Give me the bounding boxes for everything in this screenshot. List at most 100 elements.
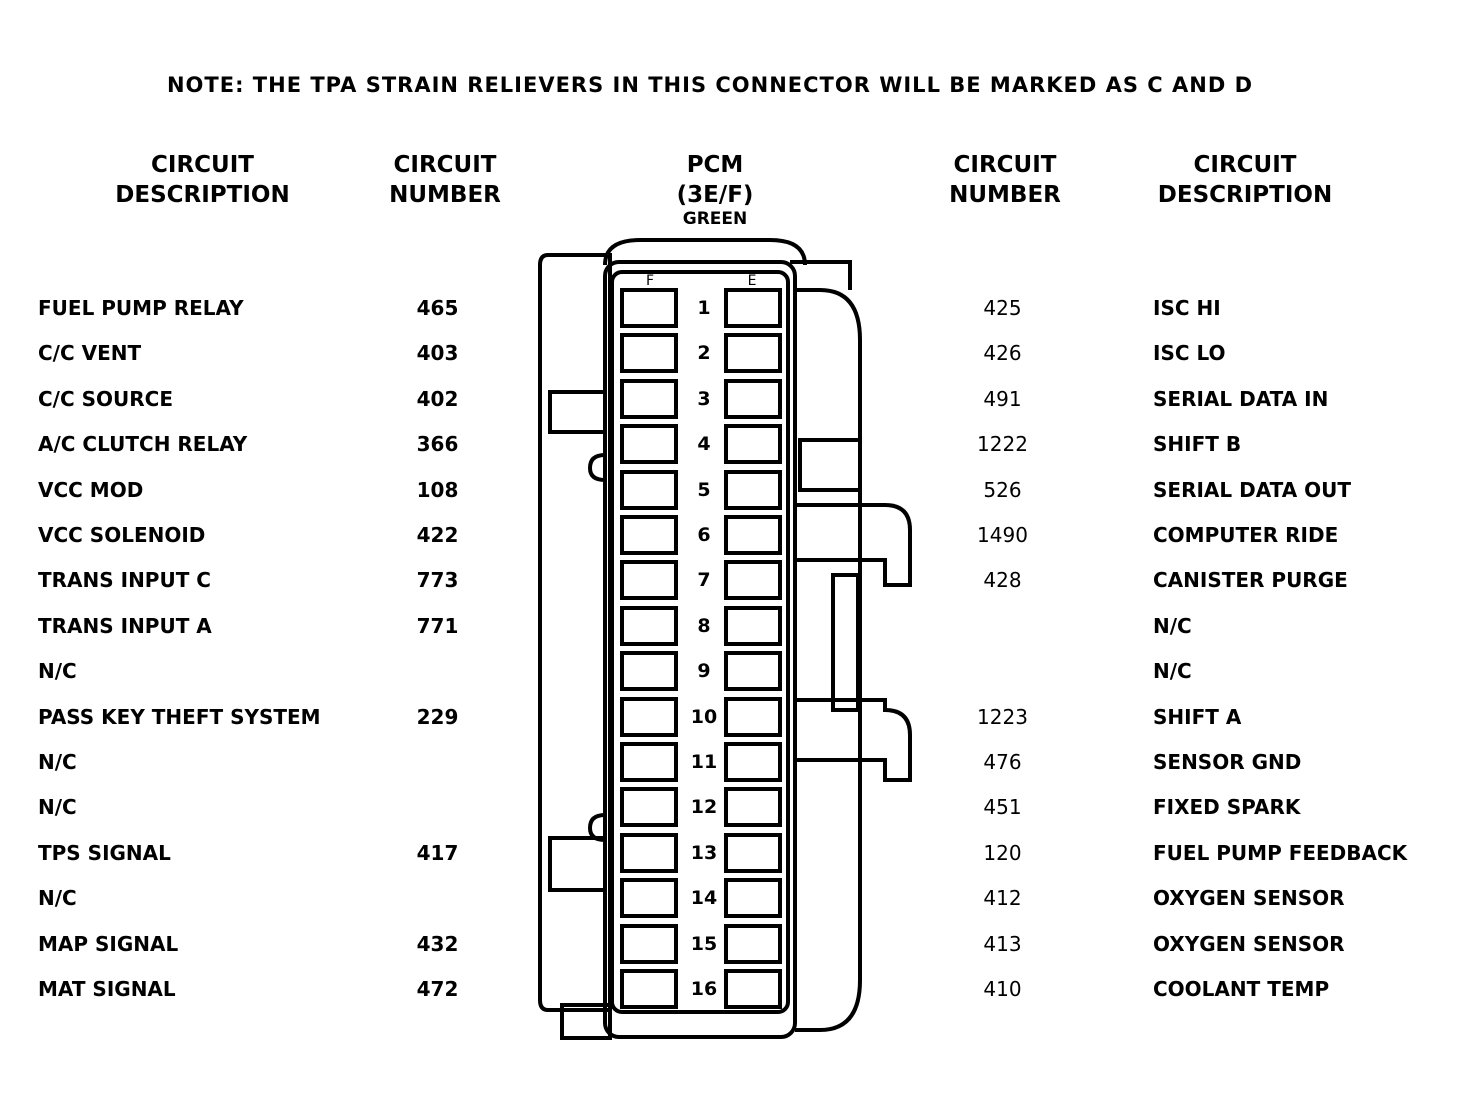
left-circuit-description: TRANS INPUT C	[38, 568, 211, 592]
pin-number: 15	[690, 933, 718, 955]
header-line: GREEN	[682, 209, 748, 229]
cavity-f-3	[620, 379, 678, 419]
left-circuit-description: C/C VENT	[38, 341, 142, 365]
right-circuit-number: 1223	[977, 705, 1028, 729]
header-left-circuit-description: CIRCUIT DESCRIPTION	[60, 150, 345, 210]
header-line: CIRCUIT	[1193, 152, 1297, 178]
right-circuit-description: COOLANT TEMP	[1153, 977, 1330, 1001]
header-line: PCM	[686, 152, 744, 178]
cavity-f-4	[620, 424, 678, 464]
header-line: DESCRIPTION	[1157, 182, 1333, 208]
cavity-e-13	[724, 833, 782, 873]
pin-number: 14	[690, 887, 718, 909]
left-circuit-number	[390, 792, 485, 822]
right-circuit-number	[955, 656, 1050, 686]
cavity-f-11	[620, 742, 678, 782]
connector-latch	[831, 573, 860, 712]
left-circuit-number: 229	[416, 705, 459, 729]
left-circuit-number: 366	[416, 432, 459, 456]
right-circuit-description: SHIFT A	[1153, 705, 1242, 729]
left-circuit-number	[390, 883, 485, 913]
connector-left-rib	[548, 836, 607, 892]
left-circuit-number: 402	[416, 387, 459, 411]
cavity-f-14	[620, 878, 678, 918]
header-right-circuit-description: CIRCUIT DESCRIPTION	[1120, 150, 1370, 210]
cavity-e-10	[724, 697, 782, 737]
right-circuit-number: 1222	[977, 432, 1028, 456]
right-circuit-description: SENSOR GND	[1153, 750, 1302, 774]
cavity-e-6	[724, 515, 782, 555]
right-circuit-description: SHIFT B	[1153, 432, 1242, 456]
right-circuit-number: 410	[983, 977, 1022, 1001]
right-circuit-number: 451	[983, 795, 1022, 819]
connector-right-lock-lower	[795, 698, 912, 782]
right-circuit-description: N/C	[1153, 614, 1192, 638]
pin-number: 12	[690, 796, 718, 818]
left-circuit-description: VCC MOD	[38, 478, 144, 502]
header-line: CIRCUIT	[953, 152, 1057, 178]
right-circuit-number: 1490	[977, 523, 1028, 547]
cavity-e-2	[724, 333, 782, 373]
pin-number: 1	[697, 297, 711, 319]
header-line: NUMBER	[389, 182, 501, 208]
right-circuit-description: FIXED SPARK	[1153, 795, 1301, 819]
left-circuit-description: MAP SIGNAL	[38, 932, 179, 956]
right-circuit-description: CANISTER PURGE	[1153, 568, 1348, 592]
right-circuit-description: SERIAL DATA IN	[1153, 387, 1329, 411]
connector-right-housing	[795, 288, 862, 1032]
left-circuit-description: N/C	[38, 659, 77, 683]
pin-number: 9	[697, 660, 711, 682]
pin-number: 5	[697, 479, 711, 501]
cavity-f-12	[620, 787, 678, 827]
left-circuit-description: N/C	[38, 886, 77, 910]
cavity-f-15	[620, 924, 678, 964]
left-circuit-number: 403	[416, 341, 459, 365]
left-circuit-number: 417	[416, 841, 459, 865]
cavity-f-8	[620, 606, 678, 646]
note-text: NOTE: THE TPA STRAIN RELIEVERS IN THIS C…	[166, 73, 1254, 97]
header-line: NUMBER	[949, 182, 1061, 208]
connector-left-notch	[587, 453, 606, 482]
right-circuit-number: 426	[983, 341, 1022, 365]
connector-left-foot	[560, 1003, 612, 1040]
pin-number: 8	[697, 615, 711, 637]
pin-number: 16	[690, 978, 718, 1000]
cavity-f-13	[620, 833, 678, 873]
left-circuit-number	[390, 747, 485, 777]
header-right-circuit-number: CIRCUIT NUMBER	[920, 150, 1090, 210]
right-circuit-number: 491	[983, 387, 1022, 411]
connector-left-housing	[538, 253, 612, 1012]
right-circuit-number	[955, 611, 1050, 641]
cavity-f-1	[620, 288, 678, 328]
cavity-f-7	[620, 560, 678, 600]
right-circuit-description: SERIAL DATA OUT	[1153, 478, 1352, 502]
left-circuit-number: 465	[416, 296, 459, 320]
right-circuit-description: FUEL PUMP FEEDBACK	[1153, 841, 1408, 865]
header-left-circuit-number: CIRCUIT NUMBER	[360, 150, 530, 210]
left-circuit-description: N/C	[38, 795, 77, 819]
left-circuit-number	[390, 656, 485, 686]
right-circuit-description: OXYGEN SENSOR	[1153, 932, 1345, 956]
right-circuit-description: ISC HI	[1153, 296, 1221, 320]
right-circuit-number: 413	[983, 932, 1022, 956]
cavity-e-14	[724, 878, 782, 918]
pin-number: 2	[697, 342, 711, 364]
cavity-f-2	[620, 333, 678, 373]
header-line: (3E/F)	[676, 182, 754, 208]
left-circuit-description: MAT SIGNAL	[38, 977, 176, 1001]
pin-number: 7	[697, 569, 711, 591]
right-circuit-number: 526	[983, 478, 1022, 502]
left-circuit-number: 771	[416, 614, 459, 638]
connector-top-right-tab	[790, 260, 852, 290]
pin-number: 6	[697, 524, 711, 546]
right-circuit-number: 120	[983, 841, 1022, 865]
right-circuit-number: 476	[983, 750, 1022, 774]
header-line: CIRCUIT	[151, 152, 254, 178]
cavity-e-16	[724, 969, 782, 1009]
left-circuit-description: C/C SOURCE	[38, 387, 174, 411]
connector-body	[603, 260, 797, 1039]
cavity-f-10	[620, 697, 678, 737]
cavity-e-15	[724, 924, 782, 964]
cavity-group	[620, 288, 782, 1009]
